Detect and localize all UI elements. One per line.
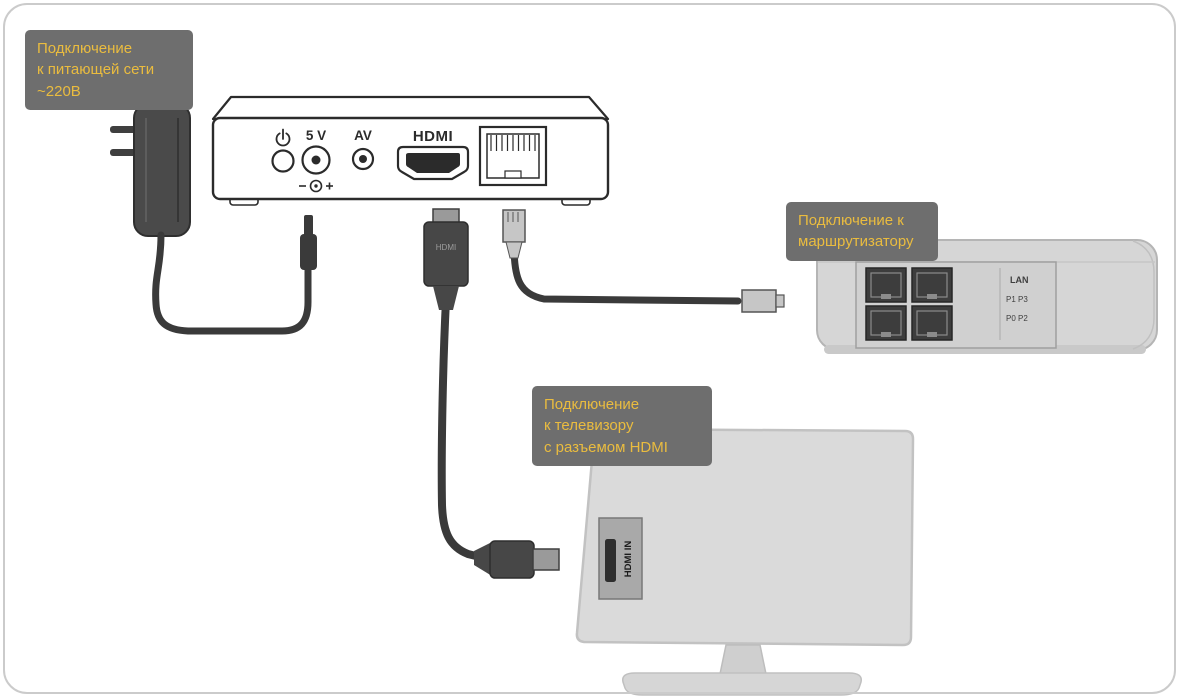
- tv-hdmi-slot: [605, 539, 616, 582]
- router-label-lan: LAN: [1010, 275, 1029, 285]
- stb-top-face: [211, 95, 610, 121]
- polarity-icon: [299, 179, 333, 193]
- router-end-seam: [1132, 240, 1155, 350]
- router: LAN P1 P3 P0 P2: [816, 239, 1158, 354]
- router-label-p-bottom: P0 P2: [1006, 314, 1028, 323]
- set-top-box: 5 V AV HDMI: [211, 95, 610, 206]
- hdmi-plug-top-body: [423, 221, 469, 287]
- dc-plug-tip: [304, 215, 313, 237]
- ethernet-contacts: [490, 135, 536, 151]
- ethernet-clip-notch: [504, 170, 522, 179]
- ethernet-port: [478, 125, 548, 187]
- hdmi-cable: HDMI: [423, 208, 560, 579]
- tv: HDMI IN: [575, 427, 915, 696]
- ethernet-plug-right: [741, 289, 777, 313]
- callout-power: Подключение к питающей сети ~220В: [25, 30, 193, 110]
- ethernet-plug-top-boot: [505, 241, 523, 259]
- router-label-p-top: P1 P3: [1006, 295, 1028, 304]
- power-adapter: [110, 103, 317, 335]
- hdmi-plug-bottom-tip: [532, 548, 560, 571]
- ethernet-plug-top: [502, 209, 526, 243]
- plug-prong-top: [110, 126, 138, 133]
- hdmi-logo-label: HDMI: [413, 128, 453, 145]
- hdmi-plug-bottom-boot: [474, 542, 492, 576]
- callout-router-line-1: Подключение к: [798, 212, 904, 229]
- callout-router: Подключение к маршрутизатору: [786, 202, 938, 261]
- adapter-body: [133, 103, 191, 237]
- router-lan-ports: [865, 267, 953, 341]
- tv-stand-neck: [719, 644, 767, 675]
- av-jack-label: AV: [354, 128, 372, 143]
- hdmi-port-slot: [406, 153, 460, 173]
- dc-plug-body: [300, 234, 317, 270]
- callout-tv-line-1: Подключение: [544, 396, 640, 413]
- hdmi-plug-top-boot: [433, 286, 459, 310]
- callout-power-line-2: к питающей сети: [37, 61, 155, 79]
- tv-stand-base: [622, 672, 862, 696]
- ethernet-cable: [502, 209, 785, 313]
- hdmi-plug-bottom-body: [489, 540, 535, 579]
- plug-prong-bottom: [110, 149, 138, 156]
- dc-jack-label: 5 V: [306, 128, 326, 143]
- power-icon: [275, 128, 291, 147]
- ethernet-plug-right-tip: [775, 294, 785, 308]
- power-button: [271, 149, 295, 173]
- callout-tv-line-2: к телевизору: [544, 417, 634, 435]
- hdmi-plug-label: HDMI: [436, 243, 456, 252]
- callout-router-line-2: маршрутизатору: [798, 233, 914, 251]
- tv-hdmi-in-label: HDMI IN: [623, 541, 634, 578]
- callout-power-line-3: ~220В: [37, 82, 81, 100]
- power-cable: [152, 231, 312, 335]
- ethernet-cable-line: [510, 241, 742, 305]
- callout-tv: Подключение к телевизору с разъемом HDMI: [532, 386, 712, 466]
- callout-tv-line-3: с разъемом HDMI: [544, 438, 668, 456]
- callout-power-line-1: Подключение: [37, 40, 133, 57]
- hdmi-cable-line: [437, 296, 484, 561]
